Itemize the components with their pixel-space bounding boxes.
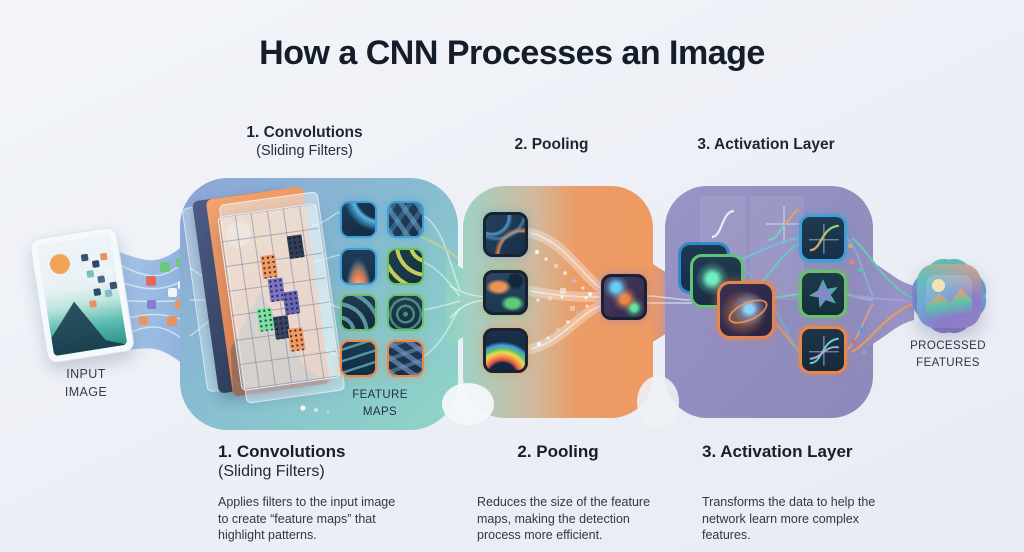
pooling-blob bbox=[463, 186, 653, 418]
output-sparkles bbox=[848, 244, 866, 354]
convolution-blob bbox=[180, 178, 458, 430]
pooling-streams bbox=[525, 228, 693, 354]
decorative-blobs bbox=[300, 376, 679, 428]
pooling-particles bbox=[535, 250, 592, 346]
input-stream-funnel bbox=[112, 242, 191, 368]
output-funnel bbox=[866, 258, 914, 348]
